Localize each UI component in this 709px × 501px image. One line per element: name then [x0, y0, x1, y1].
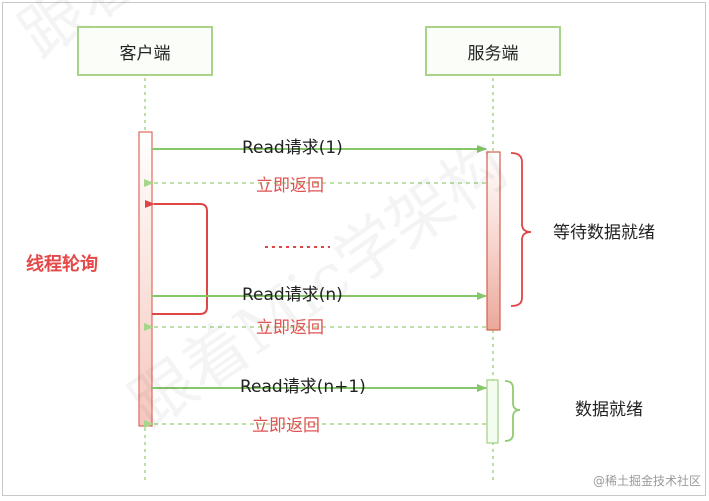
response-label-n: 立即返回 — [256, 318, 324, 338]
ready-note: 数据就绪 — [575, 400, 643, 420]
ready-brace — [504, 380, 521, 442]
polling-loop-label: 线程轮询 — [26, 254, 98, 275]
request-label-1: Read请求(1) — [242, 138, 343, 158]
server-activation-bar-waiting — [486, 151, 501, 331]
response-label-1: 立即返回 — [256, 176, 324, 196]
client-actor-label: 客户端 — [119, 43, 171, 64]
server-activation-bar-ready — [486, 379, 499, 444]
site-watermark: @稀土掘金技术社区 — [592, 474, 701, 488]
request-label-n: Read请求(n) — [242, 285, 343, 305]
image-frame — [2, 2, 706, 496]
server-actor-label: 服务端 — [467, 43, 519, 64]
request-label-n-plus-1: Read请求(n+1) — [240, 377, 366, 397]
server-actor-box: 服务端 — [425, 26, 561, 76]
waiting-note: 等待数据就绪 — [553, 223, 655, 243]
polling-loop-arrow — [145, 200, 208, 315]
response-label-n-plus-1: 立即返回 — [252, 416, 320, 436]
waiting-brace — [510, 152, 532, 307]
client-actor-box: 客户端 — [77, 26, 213, 76]
